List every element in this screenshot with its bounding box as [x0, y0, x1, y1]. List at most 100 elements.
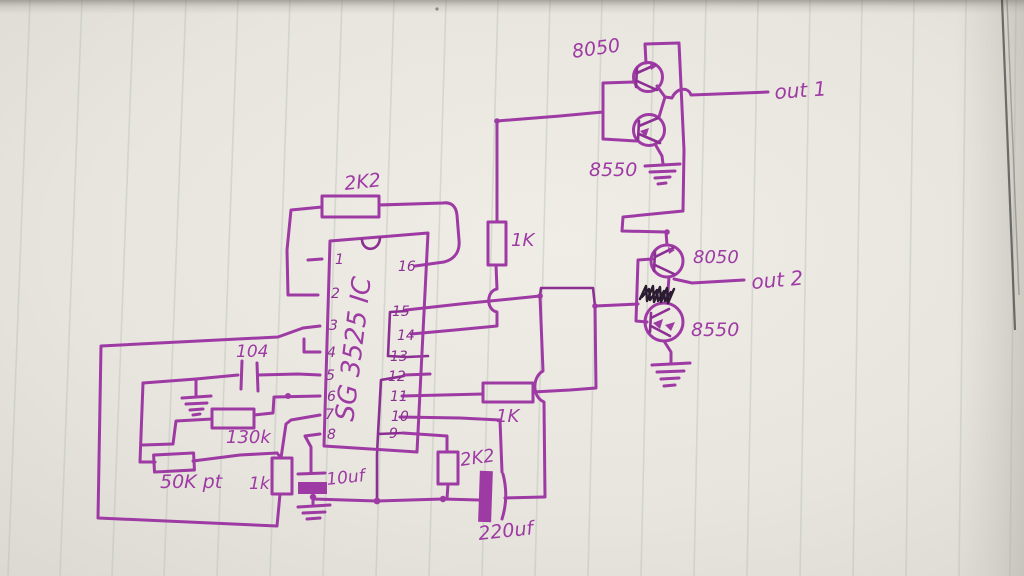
wire-pin10-to-220uf: [398, 415, 504, 474]
ground-symbol-pair1: [643, 142, 682, 186]
ic-pin-4: 4: [327, 345, 336, 361]
transistor-8550-a: [632, 113, 666, 147]
resistor-1k-upper-label: 1K: [511, 230, 535, 251]
wire-outer-left-box: [96, 326, 305, 528]
wire-130k-left-lead: [141, 417, 214, 447]
transistor-8550-b-symbol: [648, 307, 672, 338]
paper-speck: [435, 7, 439, 11]
transistor-8550-b: [643, 301, 685, 343]
wire-pin3-stub: [301, 324, 322, 330]
wire-pot-right-lead: [191, 451, 279, 463]
junction-dot: [537, 293, 543, 299]
ic-pin-7: 7: [325, 407, 334, 423]
wire-pin15-down-hop-220uf: [533, 294, 547, 499]
resistor-2k2-bottom-label: 2K2: [459, 445, 496, 471]
wire-1k-right-up-to-bases: [531, 302, 640, 394]
transistor-8050-a: [632, 61, 664, 93]
wire-pin1-stub: [306, 257, 324, 262]
capacitor-10uf-plate-top: [296, 471, 327, 476]
ic-body: [322, 231, 430, 454]
transistor-8050-b-arrow: [668, 247, 675, 254]
ic-pin-14: 14: [397, 328, 415, 344]
page-edge-line-2: [1006, 0, 1020, 296]
transistor-pair-2: 8050 8550: [638, 243, 739, 343]
transistor-8550-a-label: 8550: [589, 159, 637, 181]
resistor-130k: [210, 407, 256, 430]
ground-symbols: [180, 142, 692, 521]
ic-pin-12: 12: [388, 369, 406, 385]
wire-pair2-base-box: [634, 257, 654, 324]
ic-pin-1: 1: [335, 252, 344, 268]
resistor-2k2-top: [320, 194, 381, 219]
ic-pin-13: 13: [390, 349, 408, 365]
wire-104-right-to-pin5: [256, 372, 322, 377]
wire-network: [96, 41, 770, 528]
transistor-8050-b-label: 8050: [693, 247, 739, 268]
ground-symbol-pair2: [650, 339, 692, 388]
resistor-2k2-bottom: [436, 450, 460, 486]
transistor-8050-b: [649, 243, 685, 279]
capacitor-104-label: 104: [236, 342, 268, 362]
wire-1k-top-to-pair1-base: [495, 110, 605, 224]
out2-label: out 2: [750, 266, 804, 294]
transistor-8550-b-label: 8550: [691, 319, 739, 341]
resistor-130k-label: 130k: [226, 427, 272, 448]
capacitor-104: [239, 359, 260, 393]
resistor-1k-left-label: 1k: [249, 474, 271, 494]
capacitor-10uf-label: 10uf: [325, 466, 368, 490]
resistor-1k-lower-label: 1K: [496, 406, 520, 427]
ic-pin-11: 11: [390, 389, 408, 405]
resistor-2k2-top-label: 2K2: [343, 169, 382, 195]
page-edge-line: [1000, 0, 1017, 331]
capacitor-10uf-plate-bottom: [298, 482, 327, 494]
transistor-8550-b-arrow2: [665, 322, 675, 331]
output-labels: out 1 out 2: [750, 76, 827, 294]
wire-out1: [663, 87, 770, 100]
wire-pin15-branch-top: [538, 286, 597, 308]
resistors: 2K2 1K 1K 2K2 130k 50K pt 1k: [152, 169, 535, 496]
resistor-50k-pot-label: 50K pt: [160, 471, 224, 493]
wire-pin12-stub: [402, 372, 432, 377]
out1-label: out 1: [774, 76, 827, 104]
ic-pin-15: 15: [392, 304, 410, 320]
resistor-1k-left: [270, 456, 294, 496]
ic-pin-2: 2: [331, 286, 340, 302]
junction-dot: [309, 493, 317, 501]
junction-dot: [285, 393, 291, 399]
transistor-pair-1: 8050 8550: [571, 34, 666, 181]
ic-pin-3: 3: [329, 318, 338, 334]
junction-dot: [439, 495, 447, 503]
transistor-8550-a-symbol: [636, 116, 662, 145]
paper-rule-lines: [7, 0, 1017, 576]
wire-inner-left-vertical: [138, 381, 157, 464]
wire-pin4-riser: [302, 337, 322, 354]
transistor-8550-a-arrow: [640, 128, 649, 137]
wire-pin16-to-2k2: [377, 201, 461, 268]
resistor-50k-pot: [152, 451, 196, 474]
wire-pin8-to-10uf: [303, 432, 322, 475]
wire-pin11-to-1k: [400, 392, 485, 398]
wire-2k2-left-to-pin2: [285, 205, 324, 297]
wire-pair1-base-box: [601, 80, 639, 143]
ground-symbol-10uf: [296, 497, 332, 521]
ic-pin-6: 6: [327, 389, 336, 405]
ic-pin-9: 9: [389, 426, 398, 442]
wire-pin12-pin9-link: [375, 374, 406, 503]
junction-dot: [592, 303, 598, 309]
junction-dot: [373, 497, 381, 505]
ink-scribble-2: [640, 287, 673, 303]
transistor-8550-b-arrow: [653, 319, 663, 329]
junction-dot: [664, 229, 670, 235]
resistor-1k-lower: [481, 381, 535, 404]
ic-pin-5: 5: [326, 368, 335, 384]
capacitor-220uf-plate-left: [478, 470, 493, 523]
ground-symbol-left: [180, 377, 213, 417]
ic-pin-8: 8: [327, 427, 336, 443]
wire-pin14-hop-to-1k: [409, 263, 499, 336]
photo-top-shadow: [0, 0, 1024, 14]
wire-130k-right-to-pin6: [252, 394, 322, 417]
